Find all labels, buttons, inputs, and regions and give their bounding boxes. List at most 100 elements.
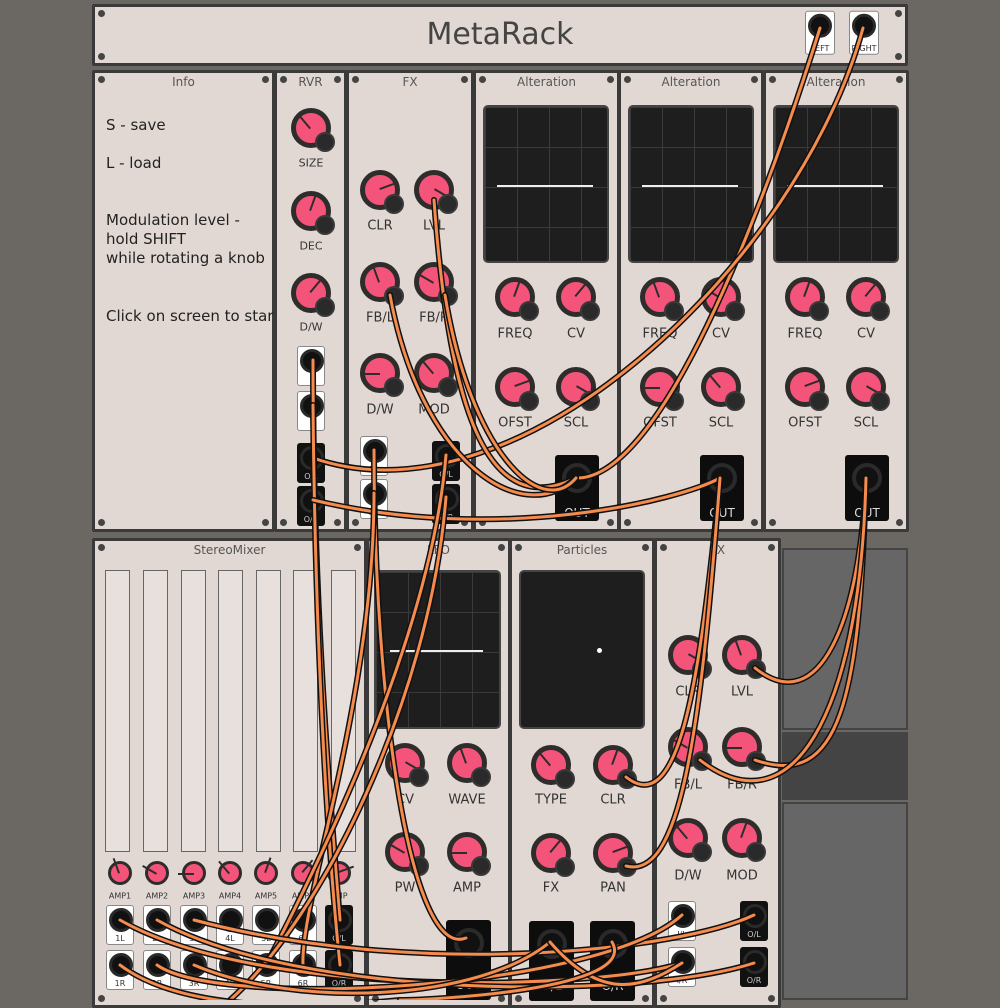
rvr-in-left-jack[interactable] — [297, 346, 325, 386]
fx2-dw-knob[interactable] — [668, 818, 712, 862]
mixer-right-jack[interactable]: 4R — [216, 950, 244, 990]
knob-indicator — [866, 385, 881, 395]
alt3-ofst-knob[interactable] — [785, 367, 829, 411]
knob-indicator — [309, 279, 322, 293]
mixer-left-jack[interactable]: 6L — [289, 905, 317, 945]
alt1-out-jack[interactable]: OUT — [555, 455, 599, 521]
alt2-freq-knob[interactable] — [640, 277, 684, 321]
fx-mod-knob[interactable] — [414, 353, 458, 397]
knob-indicator — [434, 188, 449, 198]
rvr-size-knob[interactable] — [291, 108, 335, 152]
alteration-1-scope[interactable] — [483, 105, 609, 263]
particles-out-right-jack[interactable]: O/R — [590, 921, 635, 1001]
lfo-scope[interactable] — [374, 570, 501, 729]
fx2-fbl-knob[interactable] — [668, 727, 712, 771]
knob-indicator — [178, 873, 194, 875]
fx-clr-knob[interactable] — [360, 170, 404, 214]
knob-indicator — [673, 739, 688, 749]
lfo-out-jack[interactable]: OUT — [446, 920, 491, 1000]
particles-pan-knob[interactable] — [593, 833, 637, 877]
rvr-out-right-jack[interactable]: O/R — [297, 486, 325, 526]
particles-fx-knob[interactable] — [531, 833, 575, 877]
mixer-left-jack[interactable]: 3L — [180, 905, 208, 945]
fx-lvl-knob[interactable] — [414, 170, 458, 214]
fx2-in-left-jack[interactable]: I/L — [668, 901, 696, 941]
rvr-dec-knob[interactable] — [291, 191, 335, 235]
mixer-left-jack[interactable]: 4L — [216, 905, 244, 945]
mixer-right-jack[interactable]: 1R — [106, 950, 134, 990]
alt1-ofst-knob[interactable] — [495, 367, 539, 411]
knob-indicator — [364, 373, 380, 375]
knob-indicator — [576, 385, 591, 395]
fx-in-right-jack[interactable]: I/R — [360, 479, 388, 519]
mixer-left-jack[interactable]: 1L — [106, 905, 134, 945]
alteration-3-scope[interactable] — [773, 105, 899, 263]
rvr-dw-knob[interactable] — [291, 273, 335, 317]
fx-out-right-jack[interactable]: O/R — [432, 484, 460, 524]
lfo-pw-knob[interactable] — [385, 832, 429, 876]
alt3-cv-knob[interactable] — [846, 277, 890, 321]
alt1-freq-knob[interactable] — [495, 277, 539, 321]
lfo-amp-knob[interactable] — [447, 832, 491, 876]
fx2-in-right-jack[interactable]: I/R — [668, 947, 696, 987]
mixer-right-jack[interactable]: 5R — [252, 950, 280, 990]
lfo-wave-knob[interactable] — [447, 743, 491, 787]
alt3-out-jack[interactable]: OUT — [845, 455, 889, 521]
mixer-amp-knob[interactable] — [142, 861, 169, 885]
rvr-in-right-jack[interactable] — [297, 391, 325, 431]
alt3-scl-knob[interactable] — [846, 367, 890, 411]
knob-label: CV — [712, 326, 730, 342]
alt2-out-jack[interactable]: OUT — [700, 455, 744, 521]
particles-clr-knob[interactable] — [593, 745, 637, 789]
alt2-cv-knob[interactable] — [701, 277, 745, 321]
knob-indicator — [419, 274, 434, 284]
knob-label: FX — [542, 880, 560, 896]
fx2-lvl-knob[interactable] — [722, 635, 766, 679]
alt2-scl-knob[interactable] — [701, 367, 745, 411]
mixer-amp-knob[interactable] — [254, 857, 278, 885]
fx-dw-knob[interactable] — [360, 353, 404, 397]
fx2-out-right-jack[interactable]: O/R — [740, 947, 768, 987]
info-load: L - load — [106, 154, 162, 172]
screw-icon — [896, 519, 903, 526]
alt1-cv-knob[interactable] — [556, 277, 600, 321]
lfo-cv-knob[interactable] — [385, 743, 429, 787]
alt3-freq-knob[interactable] — [785, 277, 829, 321]
fx2-clr-knob[interactable] — [668, 635, 712, 679]
fx-fbr-knob[interactable] — [414, 262, 458, 306]
screw-icon — [354, 544, 361, 551]
mixer-right-jack[interactable]: 3R — [180, 950, 208, 990]
mixer-left-jack[interactable]: O/L — [325, 905, 353, 945]
particles-out-left-jack[interactable]: O/L — [529, 921, 574, 1001]
knob-indicator — [549, 839, 562, 853]
mixer-right-jack[interactable]: O/R — [325, 950, 353, 990]
output-left-jack[interactable]: LEFT — [805, 10, 835, 55]
knob-label: FREQ — [642, 326, 678, 342]
mixer-left-jack[interactable]: 5L — [252, 905, 280, 945]
mixer-amp-knob[interactable] — [327, 861, 355, 885]
rvr-out-left-jack[interactable]: O/L — [297, 443, 325, 483]
alteration-2-scope[interactable] — [628, 105, 754, 263]
mixer-amp-knob[interactable] — [218, 860, 242, 885]
knob-label: AMP — [453, 880, 481, 896]
mixer-left-jack[interactable]: 2L — [143, 905, 171, 945]
info-module[interactable]: Info — [92, 70, 275, 532]
particles-type-knob[interactable] — [531, 745, 575, 789]
mixer-right-jack[interactable]: 2R — [143, 950, 171, 990]
fx2-out-left-jack[interactable]: O/L — [740, 901, 768, 941]
fx-out-left-jack[interactable]: O/L — [432, 441, 460, 481]
knob-label: AMP3 — [182, 891, 206, 901]
mixer-amp-knob[interactable] — [291, 859, 315, 885]
fx-fbl-knob[interactable] — [360, 262, 404, 306]
mixer-amp-knob[interactable] — [178, 861, 206, 885]
fx-in-left-jack[interactable]: I/L — [360, 436, 388, 476]
alt1-scl-knob[interactable] — [556, 367, 600, 411]
fx2-fbr-knob[interactable] — [722, 727, 766, 771]
module-title: FX — [402, 75, 418, 89]
alt2-ofst-knob[interactable] — [640, 367, 684, 411]
output-right-jack[interactable]: RIGHT — [849, 10, 879, 55]
fx2-mod-knob[interactable] — [722, 818, 766, 862]
mixer-amp-knob[interactable] — [108, 857, 132, 885]
particles-screen[interactable] — [519, 570, 645, 729]
mixer-right-jack[interactable]: 6R — [289, 950, 317, 990]
